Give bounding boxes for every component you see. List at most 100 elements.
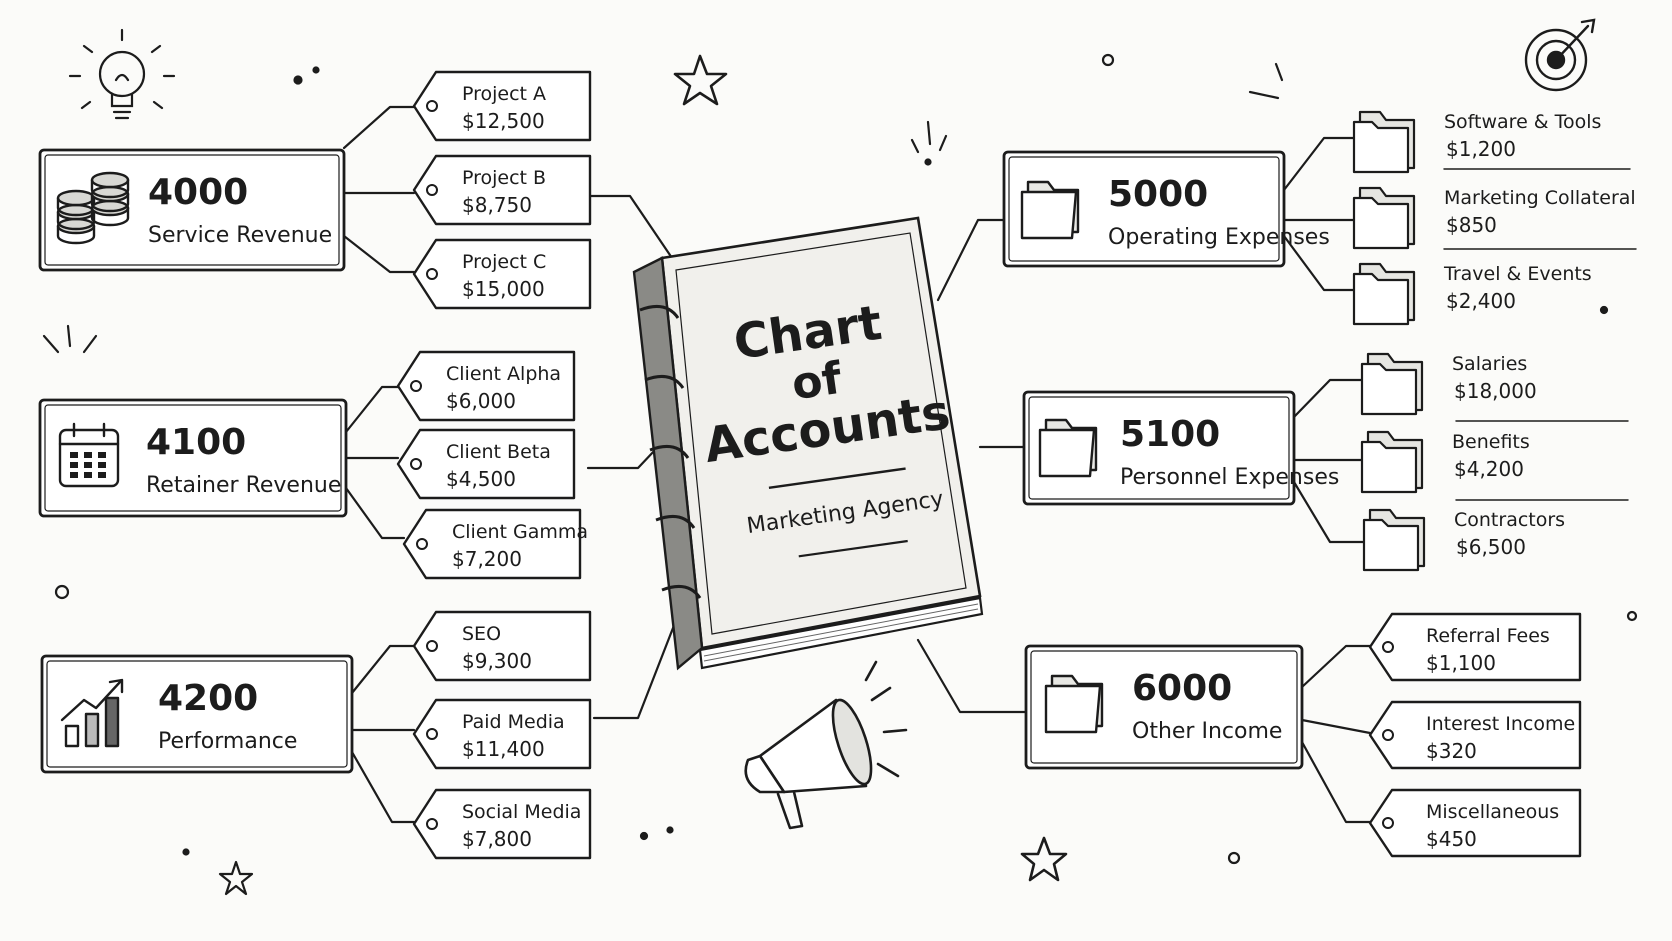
account-code: 4000 [148,172,248,213]
connector-6000-children [1300,644,1372,824]
growth-chart-icon [60,678,124,748]
connector-book-4100 [586,448,657,470]
book-spine [632,256,704,671]
account-box [40,654,354,774]
connector-4200-children [350,644,416,824]
sub-account-amount: $1,200 [1446,137,1516,161]
sub-account-label: Software & Tools [1444,111,1601,133]
folder-icon [1352,186,1416,250]
account-name: Other Income [1132,719,1282,744]
sub-account-amount: $11,400 [462,737,545,761]
connector-book-4200 [592,608,682,720]
sub-account-label: Marketing Collateral [1444,187,1636,209]
sub-account-item[interactable]: Project B$8,750 [412,154,592,226]
tag-hole-icon [426,100,438,112]
sub-account-item[interactable]: Client Beta$4,500 [396,428,576,500]
sub-account-tag [412,610,592,682]
lightbulb-icon [68,28,176,120]
book-binding-rings [639,304,702,599]
account-box-inner [44,154,340,266]
book-title-line2: of [789,353,846,410]
connector-book-4000 [586,194,674,260]
connector-4100-children [344,385,406,540]
megaphone-icon [744,660,908,830]
book-title-rule-bottom [798,539,908,558]
sub-account-amount: $15,000 [462,277,545,301]
folder-icon [1020,180,1080,240]
sub-account-tag [396,428,576,500]
account-box [1002,150,1286,268]
sub-account-tag [412,70,592,142]
book-pages [698,596,984,670]
sub-account-item[interactable]: Project A$12,500 [412,70,592,142]
sub-account-item[interactable]: Client Gamma$7,200 [402,508,588,580]
star-icon [218,54,1068,896]
sub-account-tag [412,154,592,226]
tag-hole-icon [426,818,438,830]
sub-account-label: SEO [462,623,501,645]
sub-account-item[interactable]: Project C $15,000 [412,238,592,310]
sub-account-item[interactable]: Software & Tools $1,200 [1352,110,1601,174]
calendar-icon [58,422,120,488]
doodle-marks [42,53,1638,865]
sub-account-label: Project C [462,251,546,273]
account-box-inner [1030,650,1298,764]
account-code: 6000 [1132,668,1232,709]
sub-account-tag [1368,700,1582,770]
sub-account-item[interactable]: Travel & Events$2,400 [1352,262,1592,326]
sub-account-item[interactable]: Paid Media$11,400 [412,698,592,770]
connectors [342,105,1637,824]
sub-account-item[interactable]: Contractors$6,500 [1362,508,1565,572]
account-code: 5000 [1108,174,1208,215]
sub-account-tag [1368,612,1582,682]
sub-account-amount: $6,000 [446,389,516,413]
sub-account-item[interactable]: SEO$9,300 [412,610,592,682]
account-code: 4100 [146,422,246,463]
sub-account-tag [412,238,592,310]
sub-account-item[interactable]: Benefits$4,200 [1360,430,1530,494]
sub-account-tag [402,508,582,580]
book-cover-inner [675,232,967,635]
connector-book-5000 [936,218,1006,302]
tag-hole-icon [426,728,438,740]
sub-account-label: Referral Fees [1426,625,1550,647]
account-box [1022,390,1296,506]
sub-account-item[interactable]: Marketing Collateral $850 [1352,186,1636,250]
sub-account-amount: $4,500 [446,467,516,491]
sub-account-amount: $450 [1426,827,1477,851]
account-box [38,398,348,518]
sub-account-amount: $1,100 [1426,651,1496,675]
sub-account-label: Client Alpha [446,363,561,385]
account-box-inner [44,404,342,512]
sub-account-item[interactable]: Salaries$18,000 [1360,352,1537,416]
sub-account-tag [1368,788,1582,858]
folder-icon [1362,508,1426,572]
sub-account-label: Client Gamma [452,521,588,543]
sub-account-item[interactable]: Referral Fees $1,100 [1368,612,1582,682]
sub-account-item[interactable]: Social Media$7,800 [412,788,592,860]
sub-account-label: Salaries [1452,353,1527,375]
book: Chart of Accounts Marketing Agency [632,216,984,671]
sub-account-item[interactable]: Miscellaneous $450 [1368,788,1582,858]
sub-account-item[interactable]: Client Alpha $6,000 [396,350,576,422]
sub-account-amount: $850 [1446,213,1497,237]
account-code: 5100 [1120,414,1220,455]
account-box-inner [1008,156,1280,262]
sub-account-item[interactable]: Interest Income$320 [1368,700,1582,770]
book-pages-lines [703,603,979,662]
sub-account-tag [412,788,592,860]
connector-5000-children [1282,136,1356,292]
sub-account-tag [396,350,576,422]
sub-account-tag [412,698,592,770]
folder-icon [1360,352,1424,416]
sub-account-label: Miscellaneous [1426,801,1559,823]
